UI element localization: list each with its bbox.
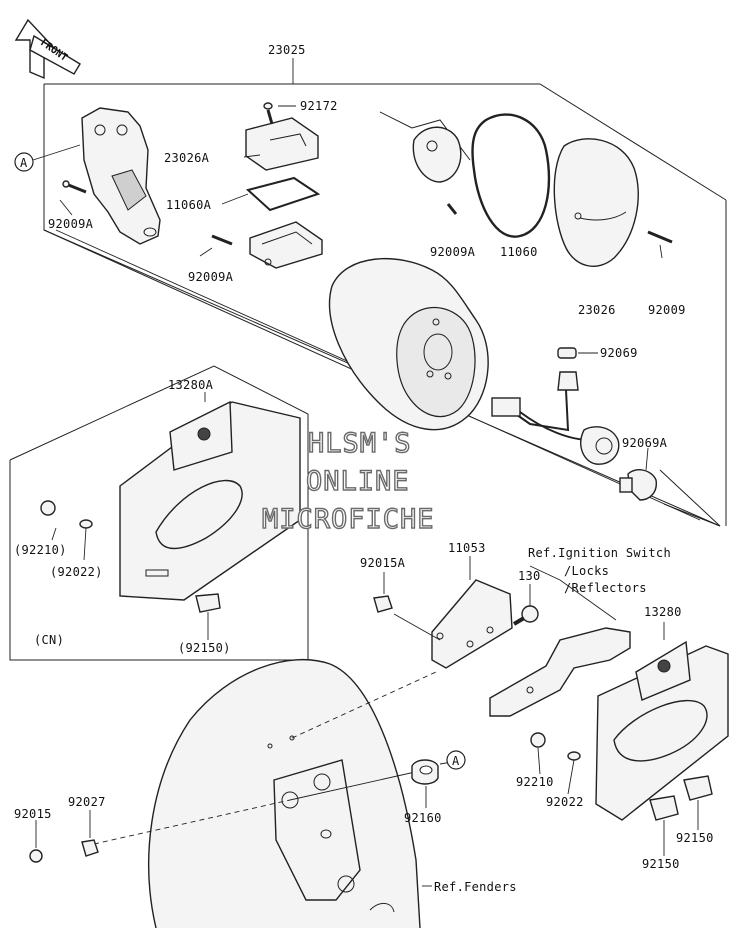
nut-92015 xyxy=(29,849,43,863)
bolts-92150 xyxy=(649,775,713,821)
label-ref-locks: /Locks xyxy=(564,564,609,578)
collar-92027 xyxy=(81,839,99,857)
label-11053: 11053 xyxy=(448,541,486,555)
socket-plate xyxy=(379,111,471,215)
front-arrow-icon: FRONT xyxy=(14,18,81,80)
lens-gasket xyxy=(471,113,551,238)
label-92150-b: 92150 xyxy=(642,857,680,871)
label-130: 130 xyxy=(518,569,541,583)
label-ref-reflectors: /Reflectors xyxy=(564,581,647,595)
license-plate xyxy=(595,640,729,821)
license-lamp-cover xyxy=(245,102,319,171)
label-92027: 92027 xyxy=(68,795,106,809)
bolt-130 xyxy=(512,605,539,626)
label-92009: 92009 xyxy=(648,303,686,317)
cn-bolt xyxy=(195,593,221,613)
grommet xyxy=(411,759,439,785)
label-ref-fenders: Ref.Fenders xyxy=(434,880,517,894)
lamp-base xyxy=(249,221,323,269)
lamp-gasket xyxy=(245,176,321,212)
callout-a-right: A xyxy=(452,754,460,768)
screw-92009a-left xyxy=(62,180,87,194)
taillight-housing xyxy=(328,257,489,431)
label-92009a-left: 92009A xyxy=(48,217,94,231)
callout-a-left-icon xyxy=(14,152,34,172)
label-92172: 92172 xyxy=(300,99,338,113)
label-92160: 92160 xyxy=(404,811,442,825)
license-bracket-11053 xyxy=(431,579,513,669)
label-92009a-right: 92009A xyxy=(430,245,476,259)
label-ref-ignition: Ref.Ignition Switch xyxy=(528,546,671,560)
label-23026: 23026 xyxy=(578,303,616,317)
nut-92015a xyxy=(373,595,393,613)
label-92069: 92069 xyxy=(600,346,638,360)
label-13280a: 13280A xyxy=(168,378,214,392)
label-13280: 13280 xyxy=(644,605,682,619)
watermark: HLSM'S ONLINE MICROFICHE xyxy=(261,427,435,535)
mounting-bracket: A xyxy=(14,107,161,245)
watermark-line-1: HLSM'S xyxy=(308,428,412,459)
label-92069a: 92069A xyxy=(622,436,668,450)
label-23026a: 23026A xyxy=(164,151,210,165)
label-92150-cn: (92150) xyxy=(178,641,231,655)
label-cn: (CN) xyxy=(34,633,64,647)
label-92022-cn: (92022) xyxy=(50,565,103,579)
label-92009a-mid: 92009A xyxy=(188,270,234,284)
label-92022: 92022 xyxy=(546,795,584,809)
callout-a-left: A xyxy=(20,156,28,170)
watermark-line-2: ONLINE xyxy=(306,466,410,497)
bulb xyxy=(619,469,657,501)
nut-92210 xyxy=(530,732,581,761)
watermark-line-3: MICROFICHE xyxy=(262,504,435,535)
label-92210: 92210 xyxy=(516,775,554,789)
label-92015a: 92015A xyxy=(360,556,406,570)
label-92015: 92015 xyxy=(14,807,52,821)
cn-inset-frame xyxy=(9,365,309,661)
label-92210-cn: (92210) xyxy=(14,543,67,557)
license-plate-cn xyxy=(119,400,301,601)
label-11060a: 11060A xyxy=(166,198,212,212)
taillight-lens xyxy=(553,138,639,267)
label-23025: 23025 xyxy=(268,43,306,57)
callout-a-right-icon xyxy=(446,750,466,770)
label-11060: 11060 xyxy=(500,245,538,259)
wiring-harness xyxy=(491,347,620,465)
label-92150-a: 92150 xyxy=(676,831,714,845)
license-bracket-arm xyxy=(489,627,631,717)
cn-nut xyxy=(40,500,93,529)
rear-fender xyxy=(148,658,421,929)
